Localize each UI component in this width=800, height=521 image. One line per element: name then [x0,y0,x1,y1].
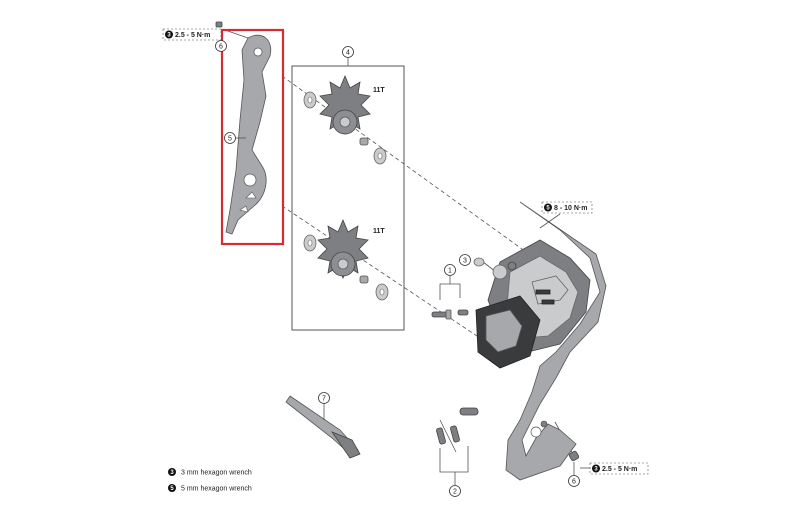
part-1-bolts: 1 [431,264,469,320]
torque-bottom-right-value: 2.5 - 5 N·m [602,466,637,473]
upper-pulley-teeth-label: 11T [373,87,385,94]
callout-1: 1 [448,268,452,275]
callout-5: 5 [228,136,232,143]
rear-derailleur-body [475,201,607,481]
top-cage-screw: 6 [215,21,227,52]
callout-7: 7 [322,396,326,403]
torque-top-left: 3 2.5 - 5 N·m [162,28,222,41]
callout-4: 4 [346,50,350,57]
torque-bottom-right-badge: 3 [594,467,598,473]
callout-2: 2 [453,489,457,496]
legend-badge-3mm: 3 [170,470,174,476]
upper-pulley-wheel [319,74,371,135]
bottom-cage-screw: 6 [568,450,580,487]
legend-item-5mm: 5 5 mm hexagon wrench [168,484,252,493]
lower-pulley-teeth-label: 11T [373,228,385,235]
torque-top-left-badge: 3 [167,33,171,39]
lower-pulley-wheel [317,218,369,279]
torque-derailleur-badge: 5 [546,206,550,212]
lower-pulley-assembly: 11T [303,218,389,301]
callout-3: 3 [463,258,467,265]
part-3-nut: 3 [459,254,485,267]
callout-5-group: 5 [224,132,246,144]
torque-bottom-right: 3 2.5 - 5 N·m [580,462,649,475]
highlight-box [220,28,285,246]
legend-text-3mm: 3 mm hexagon wrench [181,470,252,477]
legend-badge-5mm: 5 [170,486,174,492]
pulley-group-box: 4 [291,46,405,331]
tool-legend: 3 3 mm hexagon wrench 5 5 mm hexagon wre… [168,468,252,493]
inner-cage-plate [225,34,272,235]
torque-top-left-value: 2.5 - 5 N·m [175,32,210,39]
part-7-tool: 7 [285,392,361,459]
callout-4-circle [342,46,354,58]
torque-derailleur-value: 8 - 10 N·m [554,205,587,212]
part-2-bolts: 2 [436,407,479,497]
callout-6-bottom: 6 [572,479,576,486]
legend-text-5mm: 5 mm hexagon wrench [181,486,252,493]
torque-derailleur: 5 8 - 10 N·m [539,201,593,229]
upper-pulley-assembly: 11T [303,74,387,165]
legend-item-3mm: 3 3 mm hexagon wrench [168,468,252,477]
callout-6-top: 6 [219,44,223,51]
